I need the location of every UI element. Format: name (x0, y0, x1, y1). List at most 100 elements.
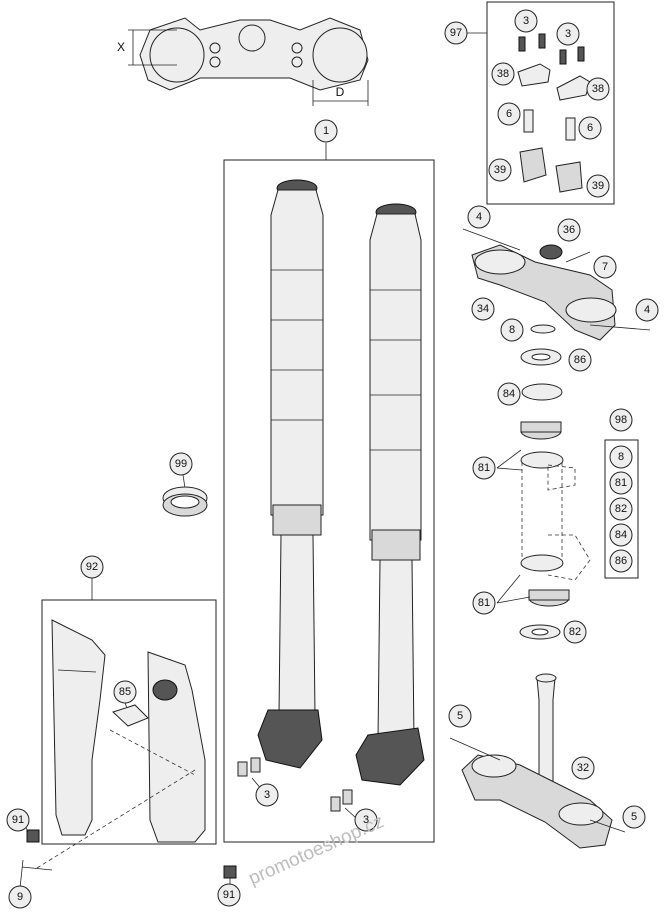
callout-97 (444, 21, 468, 45)
steering-head-tube (521, 462, 591, 581)
callout-label-9: 9 (17, 891, 23, 903)
kit98-item-circle (609, 471, 633, 495)
part-8-washer (530, 324, 556, 334)
callout-label-36: 36 (563, 224, 575, 236)
kit98-item-label: 84 (615, 529, 627, 541)
callout-6a (497, 102, 521, 126)
part-39-lower-clamps (519, 147, 583, 193)
kit98-item-circle (609, 497, 633, 521)
part-81-bearing-upper (520, 421, 564, 469)
handlebar-clamp-kit-box (486, 1, 615, 205)
callout-8 (500, 318, 524, 342)
callout-39b (586, 174, 610, 198)
right-fork-leg (355, 203, 425, 786)
watermark-text: promotoeshop.cz (245, 811, 387, 889)
callout-81b (472, 591, 496, 615)
callouts (6, 9, 659, 909)
callout-99 (169, 452, 193, 476)
callout-3a (514, 9, 538, 33)
kit98-item-label: 8 (618, 451, 624, 463)
callout-label-3d: 3 (363, 814, 369, 826)
callout-39a (488, 158, 512, 182)
part-7-bolt (565, 251, 591, 263)
callout-label-38a: 38 (497, 68, 509, 80)
callout-32 (571, 756, 595, 780)
callout-label-39a: 39 (494, 164, 506, 176)
kit98-item-circle (609, 523, 633, 547)
left-fork-leg (257, 179, 324, 769)
callout-38a (491, 62, 515, 86)
callout-label-81b: 81 (478, 597, 490, 609)
callout-3d (354, 808, 378, 832)
kit98-item-label: 86 (615, 555, 627, 567)
lower-triple-clamp (449, 673, 626, 849)
callout-85 (113, 680, 137, 704)
callout-38b (586, 77, 610, 101)
callout-label-97: 97 (450, 27, 462, 39)
callout-label-99: 99 (175, 458, 187, 470)
kit98-item-label: 81 (615, 477, 627, 489)
part-38-upper-clamps (517, 63, 591, 101)
callout-6b (578, 116, 602, 140)
kit98-item-label: 82 (615, 503, 627, 515)
callout-label-38b: 38 (592, 83, 604, 95)
callout-label-91a: 91 (12, 814, 24, 826)
callout-81a (472, 456, 496, 480)
fork-assembly-box (223, 159, 435, 843)
callout-label-3b: 3 (565, 28, 571, 40)
fork-guard-box (41, 599, 217, 845)
callout-label-4b: 4 (644, 304, 650, 316)
callout-labels: 1 3 3 3 3 4 4 5 5 6 6 7 8 9 32 34 36 38 … (12, 15, 650, 903)
callout-label-32: 32 (577, 762, 589, 774)
callout-5b (622, 805, 646, 829)
callout-label-82: 82 (569, 626, 581, 638)
callout-3b (556, 22, 580, 46)
callout-86 (568, 348, 592, 372)
part-86-seal (520, 348, 562, 366)
callout-label-85: 85 (119, 686, 131, 698)
clamp-bolts-right (330, 789, 357, 819)
part-84-ring (521, 383, 563, 401)
part-85-clip (112, 702, 149, 727)
clamp-bolts-left (237, 757, 263, 791)
part-81-bearing-lower (520, 554, 570, 607)
callout-label-86: 86 (574, 354, 586, 366)
callout-5a (448, 704, 472, 728)
callout-84 (497, 382, 521, 406)
kit98-item-circle (609, 549, 633, 573)
triple-clamp-dimension-view (128, 17, 369, 106)
part-82-seal (519, 624, 561, 640)
callout-7 (593, 255, 617, 279)
callout-label-91b: 91 (223, 889, 235, 901)
callout-9 (8, 885, 32, 909)
callout-34 (471, 297, 495, 321)
callout-1 (314, 119, 338, 143)
callout-label-3c: 3 (264, 789, 270, 801)
callout-82 (563, 620, 587, 644)
watermark: promotoeshop.cz (245, 811, 387, 889)
part-36-nut (539, 244, 563, 260)
fork-guard-left (51, 619, 106, 836)
callout-91b (217, 883, 241, 907)
callout-91a (6, 808, 30, 832)
bearing-kit-box (604, 439, 639, 579)
callout-36 (557, 218, 581, 242)
callout-4b (635, 298, 659, 322)
callout-3c (255, 783, 279, 807)
callout-label-5a: 5 (457, 710, 463, 722)
callout-92 (80, 555, 104, 579)
callout-label-5b: 5 (631, 811, 637, 823)
callout-label-81a: 81 (478, 462, 490, 474)
callout-label-8: 8 (509, 324, 515, 336)
callout-4a (467, 205, 491, 229)
fork-guard-right (147, 651, 206, 843)
callout-label-34: 34 (477, 303, 489, 315)
part-3-bolts-top (518, 33, 585, 65)
callout-label-7: 7 (602, 261, 608, 273)
callout-label-6a: 6 (506, 108, 512, 120)
part-9-bolt (19, 859, 53, 889)
callout-label-4a: 4 (476, 211, 482, 223)
callout-98 (609, 408, 633, 432)
callout-label-1: 1 (323, 125, 329, 137)
callout-label-84: 84 (503, 388, 515, 400)
